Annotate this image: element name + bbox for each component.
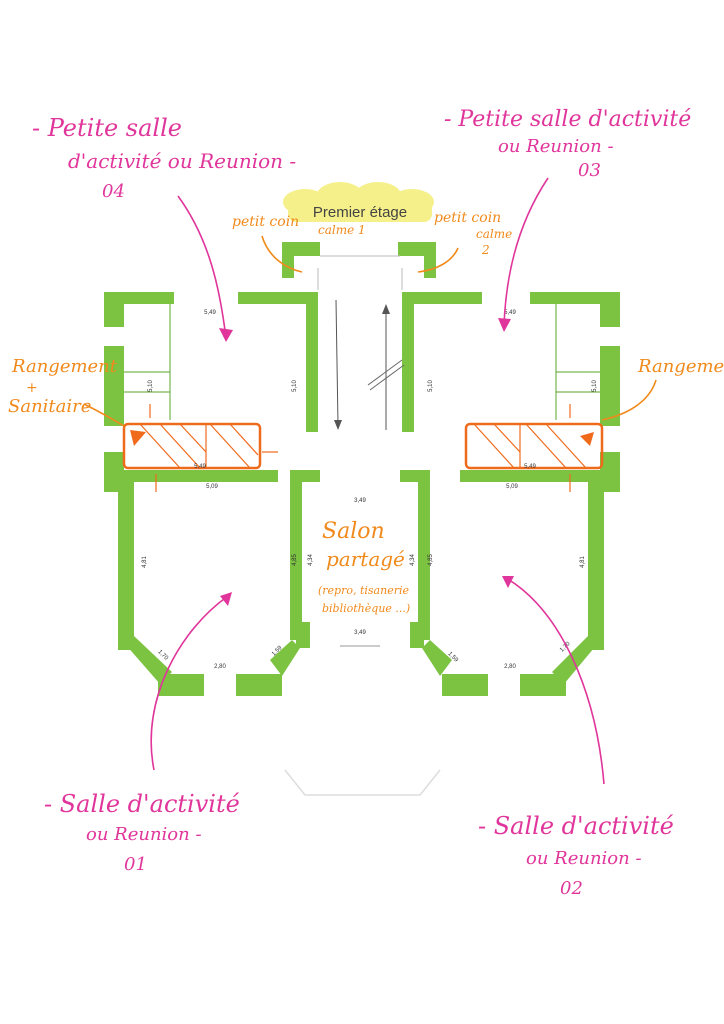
storage-left [122,404,278,492]
svg-text:- Petite salle d'activité: - Petite salle d'activité [444,107,691,132]
arrow-corner-1 [261,235,303,273]
arrow-storage-right [601,379,657,421]
dim-top-right: 5,49 [504,310,516,316]
dim-mid-right-vert: 5,10 [428,380,434,392]
arrow-storage-left [83,403,125,427]
label-room-04: - Petite salle d'activité ou Reunion - 0… [32,114,296,202]
dim-bay-left: 2,80 [214,664,226,670]
arrow-room-04 [177,195,227,339]
svg-text:ou Reunion -: ou Reunion - [498,136,614,157]
label-room-02: - Salle d'activité ou Reunion - 02 [478,812,674,899]
storage-right [464,404,604,492]
dim-salon-top: 3,49 [354,498,366,504]
svg-text:2: 2 [481,243,490,257]
label-corner-1: petit coin calme 1 [232,214,366,237]
arrow-room-02 [505,577,605,785]
svg-text:Sanitaire: Sanitaire [8,396,91,417]
svg-text:petit coin: petit coin [434,210,501,226]
dim-room-right-height: 4,81 [580,556,586,568]
dimension-labels: 5,49 5,49 5,10 5,10 5,10 5,10 5,49 5,49 … [142,310,598,670]
label-room-03: - Petite salle d'activité ou Reunion - 0… [444,107,691,181]
title-cloud: Premier étage [283,182,434,222]
svg-text:bibliothèque ...): bibliothèque ...) [322,602,410,615]
svg-text:01: 01 [124,854,147,875]
arrow-corner-2 [417,247,459,273]
svg-text:d'activité ou Reunion -: d'activité ou Reunion - [68,149,296,173]
arrow-room-03 [503,177,549,327]
svg-text:- Salle d'activité: - Salle d'activité [44,790,240,818]
walls [104,242,620,696]
label-storage-left: Rangement + Sanitaire [8,356,118,417]
arrow-room-01 [150,595,229,771]
partitions [124,255,600,796]
dim-mid-left-vert: 5,10 [292,380,298,392]
svg-text:- Salle d'activité: - Salle d'activité [478,812,674,840]
svg-text:ou Reunion -: ou Reunion - [526,848,642,869]
label-corner-2: petit coin calme 2 [434,210,512,257]
dim-salon-bottom: 3,49 [354,630,366,636]
svg-text:Rangement: Rangement [11,356,118,377]
svg-text:calme: calme [476,227,512,241]
svg-text:calme 1: calme 1 [318,223,366,237]
dim-right-vert: 5,10 [592,380,598,392]
label-salon: Salon partagé (repro, tisanerie biblioth… [318,519,410,615]
svg-text:Salon: Salon [322,519,385,544]
dim-bottom-left: 5,09 [206,484,218,490]
plan-title: Premier étage [313,204,407,221]
dim-salon-right-outer: 4,85 [428,554,434,566]
dim-storage-right: 5,49 [524,464,536,470]
svg-text:(repro, tisanerie: (repro, tisanerie [318,584,409,597]
dim-salon-right-inner: 4,34 [410,554,416,566]
dim-bottom-right: 5,09 [506,484,518,490]
svg-text:partagé: partagé [326,547,405,571]
svg-text:ou Reunion -: ou Reunion - [86,824,202,845]
svg-text:03: 03 [578,160,601,181]
label-room-01: - Salle d'activité ou Reunion - 01 [44,790,240,875]
dim-salon-left-inner: 4,34 [308,554,314,566]
label-storage-right: Rangement [637,356,724,377]
dim-left-vert: 5,10 [148,380,154,392]
svg-text:petit coin: petit coin [232,214,299,230]
svg-text:+: + [26,380,38,396]
dim-room-left-height: 4,81 [142,556,148,568]
dim-salon-left-outer: 4,85 [292,554,298,566]
svg-text:02: 02 [560,878,583,899]
dim-bay-right: 2,80 [504,664,516,670]
dim-storage-left: 5,49 [194,464,206,470]
dim-top-left: 5,49 [204,310,216,316]
svg-text:04: 04 [102,181,125,202]
svg-text:- Petite salle: - Petite salle [32,114,182,142]
